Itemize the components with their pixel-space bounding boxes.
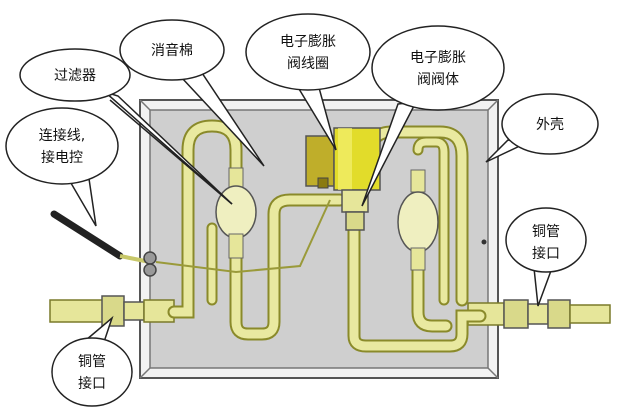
- label-muffler-cotton: 消音棉: [151, 42, 193, 59]
- label-coil-line1: 电子膨胀: [280, 33, 336, 50]
- label-copper-port-left-line2: 接口: [78, 375, 106, 392]
- label-filter: 过滤器: [54, 68, 96, 84]
- callout-valve-body: 电子膨胀 阀阀体: [361, 25, 505, 207]
- filter-right: [397, 169, 439, 271]
- expansion-valve-coil: [305, 127, 381, 191]
- callout-muffler-cotton: 消音棉: [119, 19, 265, 167]
- label-copper-port-right-line2: 接口: [532, 245, 560, 262]
- connection-cable: [50, 199, 331, 277]
- label-cable-line2: 接电控: [41, 149, 83, 166]
- label-cable-line1: 连接线,: [39, 127, 85, 144]
- label-valve-body-line1: 电子膨胀: [410, 49, 466, 66]
- label-valve-body-line2: 阀阀体: [417, 72, 459, 88]
- callout-valve-coil: 电子膨胀 阀线圈: [245, 13, 371, 151]
- copper-port-left: [49, 295, 175, 327]
- label-coil-line2: 阀线圈: [287, 56, 329, 72]
- callout-housing: 外壳: [485, 93, 599, 163]
- expansion-valve-body: [341, 189, 369, 231]
- callout-copper-port-right: 铜管 接口: [505, 207, 587, 307]
- label-copper-port-left-line1: 铜管: [78, 354, 106, 370]
- copper-port-right: [467, 299, 611, 329]
- callout-copper-port-left: 铜管 接口: [51, 315, 133, 407]
- label-copper-port-right-line1: 铜管: [532, 224, 560, 240]
- callout-filter: 过滤器: [19, 48, 233, 205]
- callout-cable: 连接线, 接电控: [5, 107, 119, 227]
- label-housing: 外壳: [536, 116, 564, 133]
